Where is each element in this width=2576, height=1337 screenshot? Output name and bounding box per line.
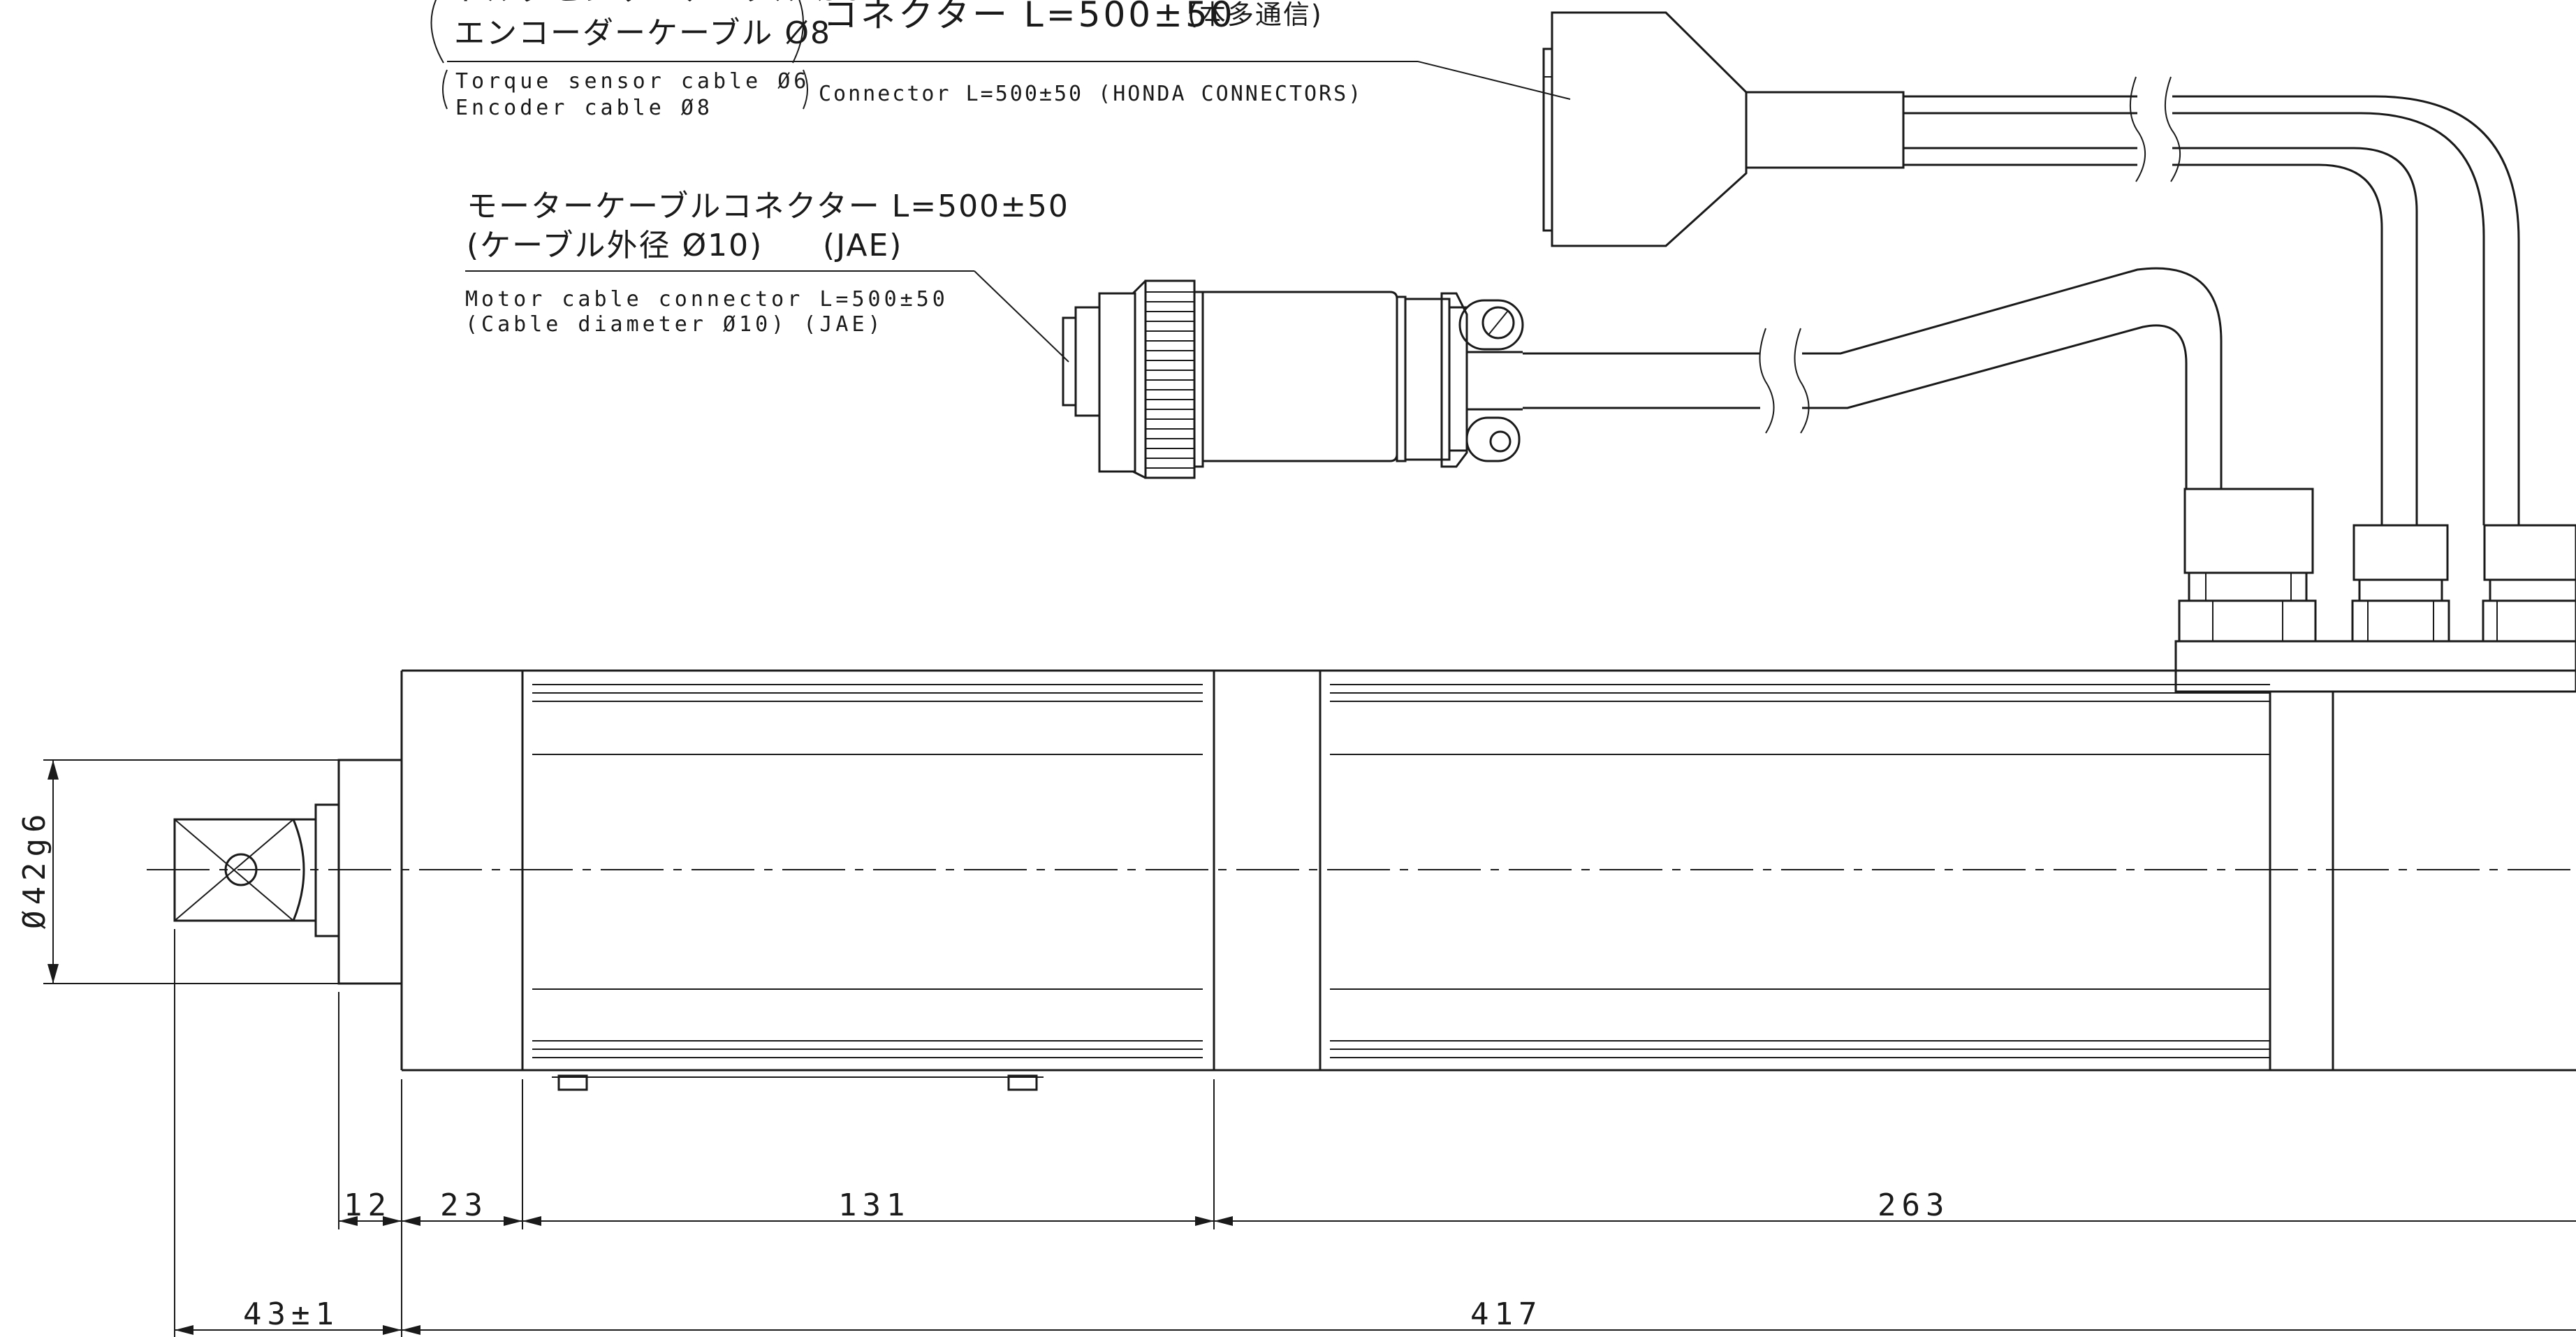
front-cover-length-label: 23 (440, 1188, 488, 1223)
dimension-row-1: 12 23 131 263 (339, 1188, 2576, 1226)
total-body-length-label: 417 (1470, 1296, 1542, 1332)
cable-gland-block (2174, 488, 2576, 693)
dimension-row-2: 43±1 417 (175, 1296, 2576, 1335)
motor-connector-jp-line1: モーターケーブルコネクター L=500±50 (467, 189, 1069, 224)
second-body-length-label: 263 (1878, 1188, 1949, 1223)
sensor-callout-leader (1417, 61, 1571, 100)
dimension-shaft-diameter: Ø42g6 (17, 759, 339, 984)
shaft-protrusion-label: 43±1 (243, 1296, 339, 1332)
sensor-connector-jp-maker: (本多通信) (1187, 0, 1323, 30)
sensor-connector-callout: トルクセンサーケーブル Ø6 エンコーダーケーブル Ø8 コネクター L=500… (430, 0, 1571, 120)
honda-connector-sleeve (1745, 91, 1905, 169)
motor-connector-jp-line2-left: (ケーブル外径 Ø10) (467, 228, 763, 263)
motor-foot-left (557, 1074, 588, 1091)
sensor-connector-en-spec: Connector L=500±50 (HONDA CONNECTORS) (819, 82, 1363, 106)
shaft-diameter-label: Ø42g6 (17, 809, 52, 929)
jae-knurl (1146, 291, 1194, 469)
motor-connector-jp-line2-right: (JAE) (823, 228, 902, 263)
sensor-cable-en-line1: Torque sensor cable Ø6 (455, 69, 810, 94)
sensor-connector-jp-length: コネクター L=500±50 (823, 0, 1236, 35)
flange-length-label: 12 (344, 1188, 392, 1223)
output-shaft (173, 759, 402, 985)
motor-connector-en-line1: Motor cable connector L=500±50 (465, 287, 949, 312)
motor-connector-en-line2: (Cable diameter Ø10) (JAE) (465, 312, 884, 337)
sensor-cable-jp-line2: エンコーダーケーブル Ø8 (454, 15, 831, 51)
motor-body (400, 669, 2576, 1091)
motor-callout-leader (974, 270, 1069, 363)
honda-connector (1542, 11, 2520, 525)
first-body-length-label: 131 (838, 1188, 910, 1223)
jae-connector (1062, 267, 2223, 489)
motor-connector-callout: モーターケーブルコネクター L=500±50 (ケーブル外径 Ø10) (JAE… (465, 189, 1069, 363)
motor-foot-right (1007, 1074, 1038, 1091)
sensor-cable-jp-line1: トルクセンサーケーブル Ø6 (454, 0, 863, 8)
sensor-cable-en-line2: Encoder cable Ø8 (455, 96, 713, 120)
